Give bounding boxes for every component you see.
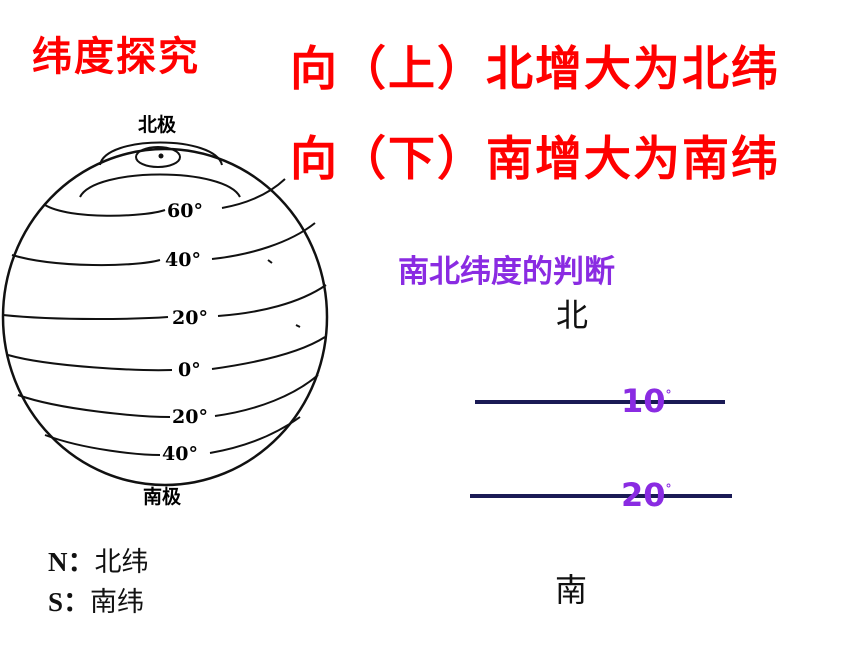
latitude-line-20s	[17, 374, 319, 418]
latitude-ring-high	[79, 173, 241, 198]
rule-south: 向（下）南增大为南纬	[290, 132, 780, 187]
latitude-line-0	[7, 336, 326, 372]
north-pole-dot	[158, 153, 164, 159]
latitude-line-10	[475, 400, 725, 404]
globe-diagram: 北极 60° 40° 20° 0° 20° 40° 南极	[0, 105, 340, 515]
lat-label-40n: 40°	[165, 249, 201, 271]
latitude-judgement-title: 南北纬度的判断	[398, 254, 615, 290]
legend-south: S：南纬	[48, 580, 144, 619]
direction-north-label: 北	[556, 296, 589, 334]
latitude-line-60	[44, 178, 286, 217]
latitude-value-10: 10°	[621, 382, 672, 420]
legend-north: N：北纬	[48, 540, 149, 579]
degree-mark: °	[665, 482, 672, 496]
north-pole-label: 北极	[138, 113, 177, 136]
lat-label-20n: 20°	[172, 307, 208, 329]
north-pole-ring-outer	[99, 141, 223, 166]
legend-s-key: S：	[48, 587, 91, 617]
legend-s-value: 南纬	[90, 587, 145, 617]
slide-title: 纬度探究	[32, 34, 200, 80]
legend-n-key: N：	[48, 547, 95, 577]
lat-label-20s: 20°	[172, 406, 208, 428]
latitude-line-20n	[2, 284, 327, 320]
north-pole-ring-inner	[135, 146, 181, 168]
legend-n-value: 北纬	[94, 547, 149, 577]
globe-ticks	[267, 259, 301, 328]
latitude-line-20	[470, 494, 732, 498]
latitude-line-40s	[44, 416, 301, 456]
degree-mark: °	[665, 388, 672, 402]
globe-svg: 北极 60° 40° 20° 0° 20° 40° 南极	[1, 113, 329, 508]
globe-outline	[1, 147, 329, 487]
south-pole-label: 南极	[143, 485, 182, 508]
lat-label-0: 0°	[178, 359, 201, 381]
lat-label-40s: 40°	[162, 443, 198, 465]
latitude-value-20: 20°	[621, 476, 672, 514]
lat-label-60: 60°	[167, 200, 203, 222]
rule-north: 向（上）北增大为北纬	[290, 42, 780, 97]
direction-south-label: 南	[555, 571, 588, 609]
latitude-value-20-number: 20	[621, 476, 666, 514]
latitude-value-10-number: 10	[621, 382, 666, 420]
latitude-line-40	[11, 222, 316, 267]
